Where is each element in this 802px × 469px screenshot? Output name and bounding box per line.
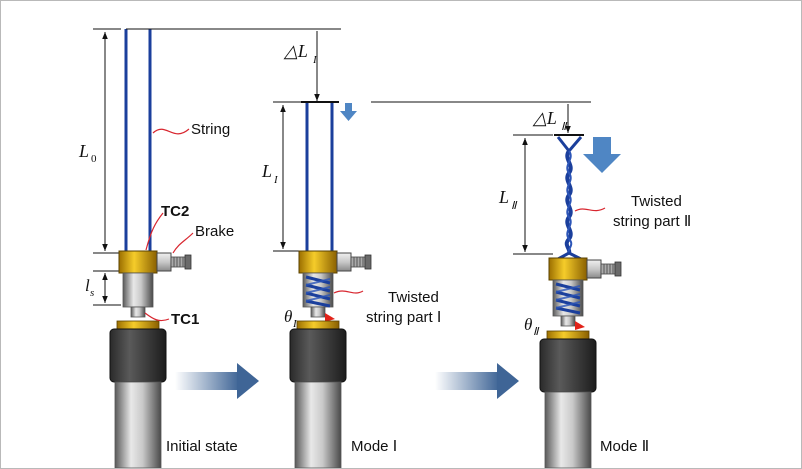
down-arrow-icon bbox=[583, 137, 621, 173]
twisted2-line1: Twisted bbox=[631, 193, 682, 210]
twisted2-line2: string part Ⅱ bbox=[613, 213, 691, 230]
down-arrow-icon bbox=[340, 103, 357, 121]
mode2-caption: Mode Ⅱ bbox=[600, 438, 649, 455]
mode1-caption: Mode Ⅰ bbox=[351, 438, 397, 455]
delta-l1-label: △L bbox=[283, 41, 308, 61]
ls-label: l bbox=[85, 276, 90, 295]
rotation-mark-2 bbox=[575, 321, 585, 330]
delta-l2-label: △L bbox=[532, 108, 557, 128]
delta-l1-subscript: I bbox=[312, 54, 318, 66]
mode1-group: △L I L I bbox=[126, 28, 441, 468]
brake-screw-icon bbox=[600, 261, 622, 277]
tc1-label: TC1 bbox=[171, 311, 199, 328]
l1-subscript: I bbox=[273, 174, 279, 186]
brake-block bbox=[156, 252, 172, 272]
shaft-initial bbox=[122, 272, 154, 308]
brake-label: Brake bbox=[195, 223, 234, 240]
tc1-plate bbox=[116, 320, 160, 330]
tc2-collar bbox=[118, 250, 158, 274]
mode2-group: △L Ⅱ L Ⅱ bbox=[371, 101, 691, 468]
theta1-label: θ bbox=[284, 307, 292, 326]
initial-state-caption: Initial state bbox=[166, 438, 238, 455]
string-label: String bbox=[191, 121, 230, 138]
theta2-subscript: Ⅱ bbox=[533, 326, 540, 338]
initial-state-group: L 0 l s String TC2 Brake TC1 Initia bbox=[78, 28, 238, 468]
ls-subscript: s bbox=[90, 287, 94, 299]
twisted1-line1: Twisted bbox=[388, 289, 439, 306]
flow-arrow-icon bbox=[435, 363, 519, 399]
twisted1-line2: string part Ⅰ bbox=[366, 309, 441, 326]
theta1-subscript: I bbox=[292, 318, 298, 330]
brake-screw-icon bbox=[170, 254, 192, 270]
theta2-label: θ bbox=[524, 315, 532, 334]
twisted-part-2 bbox=[555, 282, 581, 315]
twisted-part-1 bbox=[305, 275, 331, 308]
l0-subscript: 0 bbox=[91, 153, 97, 165]
l1-label: L bbox=[261, 161, 272, 181]
tc2-label: TC2 bbox=[161, 203, 189, 220]
flow-arrow-icon bbox=[175, 363, 259, 399]
brake-screw-icon bbox=[350, 254, 372, 270]
motor-initial bbox=[109, 328, 167, 383]
delta-l2-subscript: Ⅱ bbox=[561, 121, 568, 133]
l2-label: L bbox=[498, 187, 509, 207]
rotation-mark-1 bbox=[325, 313, 335, 322]
motor-body-initial bbox=[114, 381, 162, 468]
l0-label: L bbox=[78, 141, 89, 161]
string-leader bbox=[152, 128, 190, 135]
l2-subscript: Ⅱ bbox=[511, 200, 518, 212]
